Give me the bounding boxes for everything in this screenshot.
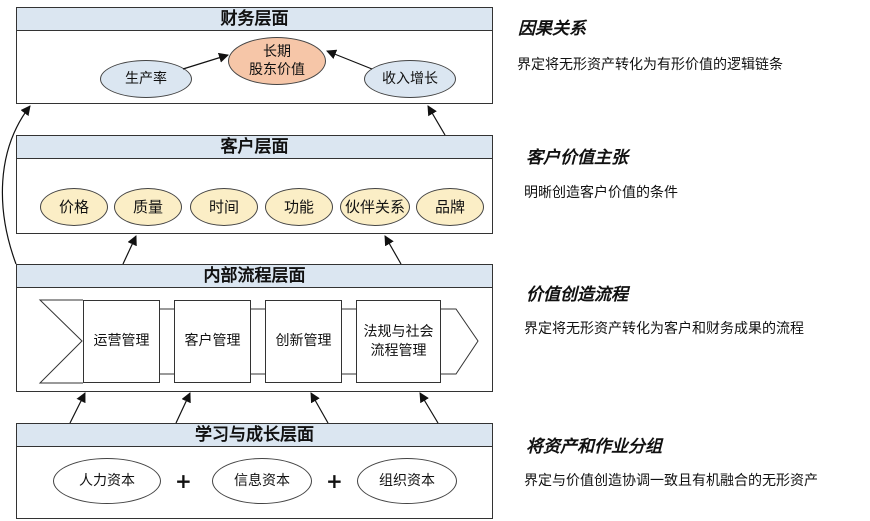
annotation-customer-value-desc: 明晰创造客户价值的条件 (524, 185, 678, 201)
process-chevron-outline (38, 299, 83, 384)
annotation-value-creation-title: 价值创造流程 (526, 285, 628, 305)
long-term-shareholder-value-node: 长期 股东价值 (228, 37, 326, 85)
customer-attr-price: 价格 (40, 188, 108, 226)
annotation-causality-title: 因果关系 (518, 19, 586, 39)
financial-layer-title: 财务层面 (17, 8, 492, 31)
financial-layer: 财务层面 (16, 7, 493, 104)
customer-attr-brand: 品牌 (416, 188, 484, 226)
annotation-value-creation-desc: 界定将无形资产转化为客户和财务成果的流程 (524, 321, 804, 337)
customer-attr-partnership: 伙伴关系 (340, 188, 410, 226)
process-chevron-head (441, 308, 479, 375)
productivity-node: 生产率 (100, 60, 192, 98)
information-capital-node: 信息资本 (212, 458, 312, 504)
annotation-customer-value-title: 客户价值主张 (526, 148, 628, 168)
revenue-growth-node: 收入增长 (364, 60, 456, 98)
annotation-grouping-title: 将资产和作业分组 (526, 437, 662, 457)
process-innovation-management: 创新管理 (265, 300, 342, 383)
customer-attr-quality: 质量 (114, 188, 182, 226)
process-customer-management: 客户管理 (174, 300, 251, 383)
annotation-grouping-desc: 界定与价值创造协调一致且有机融合的无形资产 (524, 473, 818, 489)
annotation-causality-desc: 界定将无形资产转化为有形价值的逻辑链条 (517, 57, 783, 73)
plus-sign-1: + (175, 469, 192, 493)
internal-process-layer-title: 内部流程层面 (17, 265, 492, 288)
customer-attr-time: 时间 (190, 188, 258, 226)
plus-sign-2: + (326, 469, 343, 493)
human-capital-node: 人力资本 (53, 458, 161, 504)
customer-attr-function: 功能 (265, 188, 333, 226)
customer-layer-title: 客户层面 (17, 136, 492, 159)
organization-capital-node: 组织资本 (357, 458, 457, 504)
process-regulatory-social: 法规与社会 流程管理 (356, 300, 441, 383)
learning-growth-layer-title: 学习与成长层面 (17, 424, 492, 447)
process-operations-management: 运营管理 (83, 300, 160, 383)
